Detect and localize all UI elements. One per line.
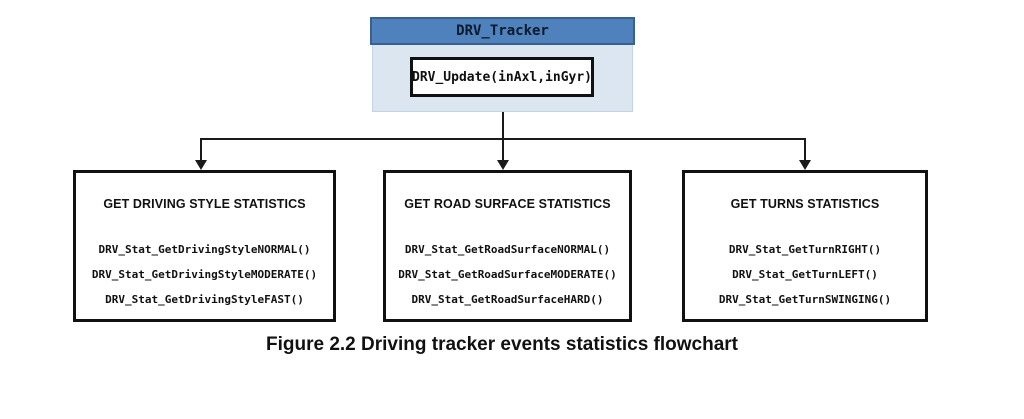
stat-box-items: DRV_Stat_GetRoadSurfaceNORMAL() DRV_Stat… [398, 237, 617, 312]
arrow-down-icon [799, 160, 811, 170]
stat-box-items: DRV_Stat_GetTurnRIGHT() DRV_Stat_GetTurn… [719, 237, 891, 312]
tracker-node-header: DRV_Tracker [370, 17, 635, 45]
stat-box-title: GET ROAD SURFACE STATISTICS [404, 197, 611, 211]
arrow-down-icon [497, 160, 509, 170]
stat-box-items: DRV_Stat_GetDrivingStyleNORMAL() DRV_Sta… [92, 237, 317, 312]
stat-box-turns: GET TURNS STATISTICS DRV_Stat_GetTurnRIG… [682, 170, 928, 322]
connector-right-vertical [804, 138, 806, 162]
function-call: DRV_Stat_GetRoadSurfaceHARD() [411, 293, 604, 306]
connector-horizontal [200, 138, 806, 140]
connector-center-vertical [502, 112, 504, 162]
arrow-down-icon [195, 160, 207, 170]
function-call: DRV_Stat_GetDrivingStyleNORMAL() [98, 243, 311, 256]
function-call: DRV_Stat_GetRoadSurfaceMODERATE() [398, 268, 617, 281]
stat-box-title: GET TURNS STATISTICS [730, 197, 880, 211]
stat-box-driving-style: GET DRIVING STYLE STATISTICS DRV_Stat_Ge… [73, 170, 336, 322]
stat-box-road-surface: GET ROAD SURFACE STATISTICS DRV_Stat_Get… [383, 170, 632, 322]
function-call: DRV_Stat_GetTurnSWINGING() [718, 293, 892, 306]
function-call: DRV_Stat_GetDrivingStyleFAST() [105, 293, 304, 306]
figure-caption: Figure 2.2 Driving tracker events statis… [265, 334, 738, 355]
connector-left-vertical [200, 138, 202, 162]
tracker-title: DRV_Tracker [456, 23, 549, 39]
function-call: DRV_Stat_GetTurnRIGHT() [728, 243, 882, 256]
update-call-box: DRV_Update(inAxl,inGyr) [410, 57, 594, 97]
stat-box-title: GET DRIVING STYLE STATISTICS [103, 197, 306, 211]
function-call: DRV_Stat_GetDrivingStyleMODERATE() [91, 268, 318, 281]
update-call-label: DRV_Update(inAxl,inGyr) [412, 69, 593, 85]
function-call: DRV_Stat_GetRoadSurfaceNORMAL() [404, 243, 611, 256]
function-call: DRV_Stat_GetTurnLEFT() [732, 268, 878, 281]
